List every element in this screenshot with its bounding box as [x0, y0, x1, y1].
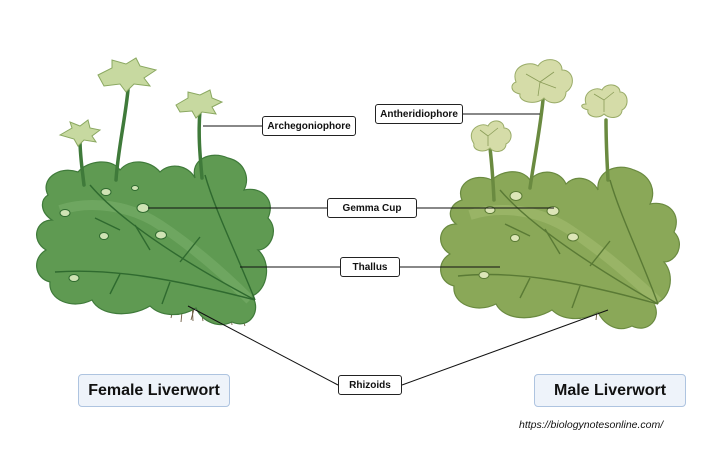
male-gemma-cups	[478, 191, 579, 279]
female-liverwort-illustration	[36, 57, 274, 327]
female-gemma-cups	[59, 185, 167, 282]
leader-lines	[148, 113, 609, 386]
female-veins	[54, 174, 256, 305]
source-url: https://biologynotesonline.com/	[519, 419, 664, 431]
leader-rhizoids-left	[187, 305, 339, 386]
leader-rhizoids-right	[401, 309, 609, 386]
thallus-label: Thallus	[340, 257, 400, 277]
antheridiophore-heads	[470, 59, 628, 152]
rhizoids-label: Rhizoids	[338, 375, 402, 395]
female-liverwort-title: Female Liverwort	[78, 374, 230, 407]
male-liverwort-title: Male Liverwort	[534, 374, 686, 407]
antheridiophore-stalks	[488, 98, 610, 202]
male-thallus	[440, 166, 680, 330]
archegoniophore-heads	[58, 57, 224, 147]
archegoniophore-label: Archegoniophore	[262, 116, 356, 136]
antheridiophore-label: Antheridiophore	[375, 104, 463, 124]
male-liverwort-illustration	[440, 59, 680, 330]
gemma-cup-label: Gemma Cup	[327, 198, 417, 218]
